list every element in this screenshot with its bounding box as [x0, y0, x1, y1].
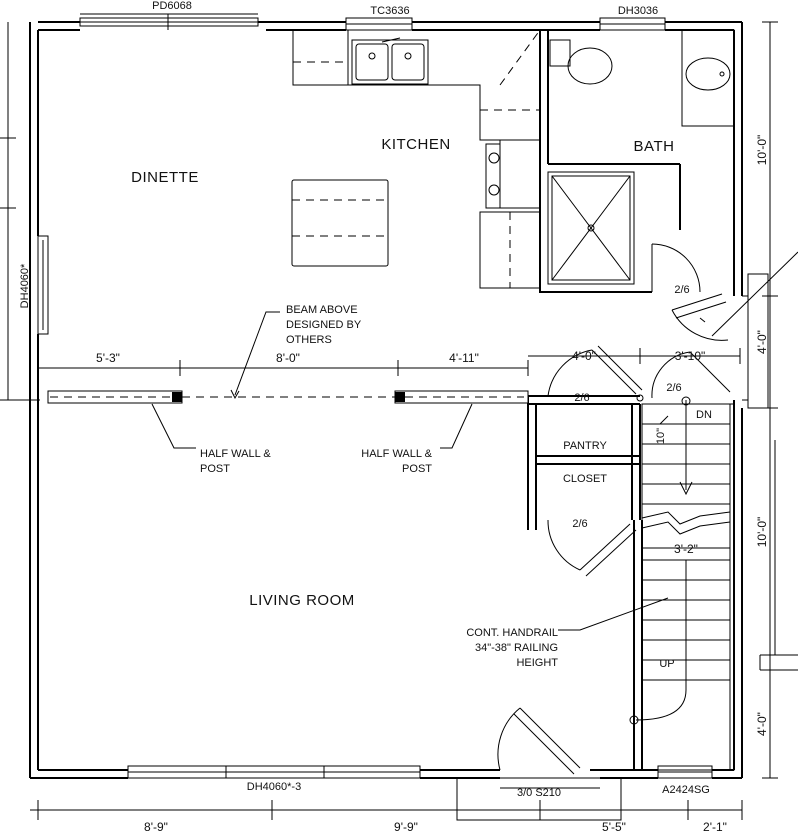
kitchen-island: [291, 179, 389, 267]
rear-door: [671, 293, 729, 341]
entry-door: [456, 707, 622, 821]
dim-right-upper: 10'-0": [755, 135, 769, 166]
dimension-lines: [0, 21, 778, 820]
vanity: [681, 29, 735, 127]
window-dh4060-left: [37, 235, 49, 335]
door-label-bath: 2/6: [674, 284, 689, 296]
toilet: [549, 39, 613, 85]
dim-bottom-2: 9'-9": [394, 820, 418, 834]
door-label-pantry: 2/6: [574, 392, 589, 404]
note-handrail-line1: CONT. HANDRAIL: [466, 627, 558, 639]
dim-stair-landing: 3'-2": [674, 542, 698, 556]
dim-right-middle: 10'-0": [755, 517, 769, 548]
note-half-wall-right-line2: POST: [402, 463, 432, 475]
window-label-pd6068: PD6068: [152, 0, 192, 12]
window-label-tc3636: TC3636: [370, 5, 409, 17]
window-label-dh3036: DH3036: [618, 5, 658, 17]
dim-bottom-1: 8'-9": [144, 820, 168, 834]
pantry-door: [547, 345, 643, 397]
dim-pantry-width: 4'-0": [572, 349, 596, 363]
dim-stair-width: 3'-10": [675, 349, 706, 363]
kitchen-cabinets: [292, 29, 541, 289]
note-handrail-line3: HEIGHT: [516, 657, 558, 669]
window-label-a2424sg: A2424SG: [662, 784, 710, 796]
closet-door: [547, 519, 637, 577]
window-dh3036: [599, 17, 666, 31]
stair-label-down: DN: [696, 409, 712, 421]
right-side-structure: [742, 273, 798, 671]
door-label-closet: 2/6: [572, 518, 587, 530]
dim-bump-out: 4'-0": [755, 330, 769, 354]
leader-lines: [151, 251, 798, 631]
window-label-dh4060-bottom: DH4060*-3: [247, 781, 301, 793]
note-half-wall-left-line2: POST: [200, 463, 230, 475]
window-a2424sg: [657, 765, 713, 779]
bath-walls: [539, 30, 681, 293]
window-pd6068: [79, 13, 259, 30]
half-wall-left: [47, 390, 183, 404]
bath-door: [651, 243, 701, 293]
shower: [547, 171, 635, 285]
dim-beam-span-2: 8'-0": [276, 351, 300, 365]
dim-bottom-3: 5'-5": [602, 820, 626, 834]
note-half-wall-right-line1: HALF WALL &: [361, 448, 432, 460]
note-handrail-line2: 34"-38" RAILING: [475, 642, 558, 654]
window-tc3636: [345, 17, 413, 31]
dim-right-lower: 4'-0": [755, 712, 769, 736]
note-beam-line1: BEAM ABOVE: [286, 304, 358, 316]
window-label-dh4060-left: DH4060*: [19, 263, 31, 308]
note-beam-line2: DESIGNED BY: [286, 319, 362, 331]
stair-door: [636, 351, 731, 402]
dim-stair-step: 10": [655, 428, 667, 444]
dim-beam-span-1: 5'-3": [96, 351, 120, 365]
door-label-entry: 3/0 S210: [517, 787, 561, 799]
door-label-stair: 2/6: [666, 382, 681, 394]
dim-bottom-4: 2'-1": [703, 820, 727, 834]
stair-label-up: UP: [659, 658, 674, 670]
room-label-closet: CLOSET: [563, 473, 607, 485]
kitchen-sink: [351, 37, 429, 85]
room-label-bath: BATH: [634, 138, 675, 155]
half-wall-right: [394, 390, 529, 404]
room-label-living-room: LIVING ROOM: [249, 592, 355, 609]
window-dh4060-bottom: [127, 765, 421, 779]
room-label-dinette: DINETTE: [131, 169, 199, 186]
note-half-wall-left-line1: HALF WALL &: [200, 448, 271, 460]
room-label-kitchen: KITCHEN: [381, 136, 450, 153]
range: [485, 143, 501, 209]
stairs: [629, 396, 735, 771]
dim-beam-span-3: 4'-11": [449, 351, 479, 365]
hall-walls: [527, 395, 643, 770]
note-beam-line3: OTHERS: [286, 334, 332, 346]
room-label-pantry: PANTRY: [563, 440, 607, 452]
